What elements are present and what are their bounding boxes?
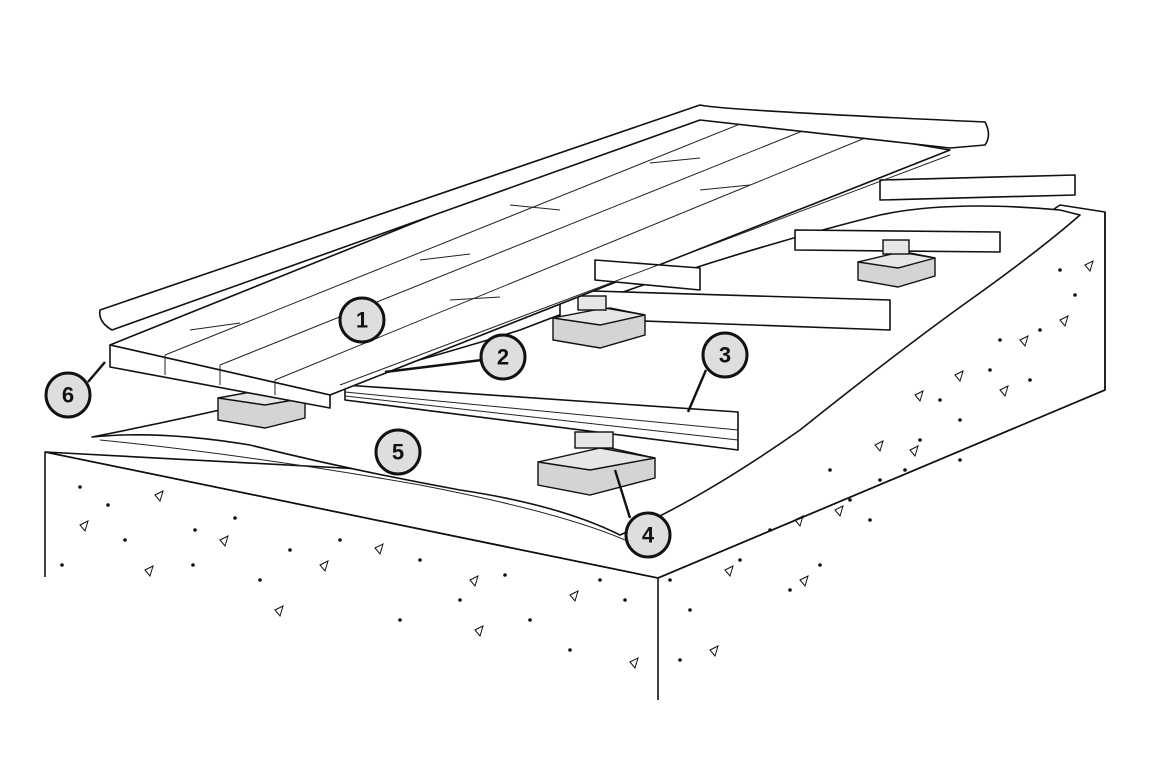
callout-4: 4	[624, 511, 672, 559]
aggregate-dot	[918, 438, 922, 442]
aggregate-dots	[60, 260, 1094, 670]
aggregate-dot	[288, 548, 292, 552]
aggregate-stone	[709, 645, 719, 658]
aggregate-dot	[418, 558, 422, 562]
aggregate-stone	[799, 575, 809, 588]
callout-label: 2	[497, 345, 509, 370]
callout-label: 5	[392, 440, 404, 465]
aggregate-dot	[768, 528, 772, 532]
callout-5: 5	[374, 428, 422, 476]
aggregate-stone	[954, 370, 964, 383]
aggregate-dot	[623, 598, 627, 602]
skirting-board	[98, 104, 990, 331]
aggregate-dot	[60, 563, 64, 567]
aggregate-dot	[123, 538, 127, 542]
back-boards	[344, 174, 1076, 451]
aggregate-dot	[818, 563, 822, 567]
aggregate-dot	[1028, 378, 1032, 382]
aggregate-stone	[629, 657, 639, 670]
callout-label: 4	[642, 523, 655, 548]
aggregate-dot	[338, 538, 342, 542]
callout-2: 2	[479, 333, 527, 381]
aggregate-stone	[724, 565, 734, 578]
callout-label: 3	[719, 343, 731, 368]
aggregate-stone	[319, 560, 329, 573]
aggregate-dot	[958, 458, 962, 462]
aggregate-stone	[274, 605, 284, 618]
aggregate-dot	[193, 528, 197, 532]
aggregate-dot	[738, 558, 742, 562]
aggregate-dot	[848, 498, 852, 502]
callout-3: 3	[701, 331, 749, 379]
aggregate-dot	[878, 478, 882, 482]
callout-label: 6	[62, 383, 74, 408]
aggregate-stone	[794, 515, 804, 528]
callout-6: 6	[44, 371, 92, 419]
aggregate-stone	[79, 520, 89, 533]
aggregate-dot	[1073, 293, 1077, 297]
levelling-pads	[217, 239, 936, 496]
aggregate-stone	[914, 390, 924, 403]
aggregate-dot	[78, 485, 82, 489]
aggregate-dot	[938, 398, 942, 402]
callout-label: 1	[356, 308, 368, 333]
aggregate-dot	[1058, 268, 1062, 272]
aggregate-dot	[568, 648, 572, 652]
aggregate-stone	[154, 490, 164, 503]
aggregate-dot	[191, 563, 195, 567]
aggregate-dot	[678, 658, 682, 662]
aggregate-stone	[874, 440, 884, 453]
aggregate-stone	[219, 535, 229, 548]
aggregate-stone	[144, 565, 154, 578]
aggregate-stone	[569, 590, 579, 603]
aggregate-dot	[398, 618, 402, 622]
aggregate-dot	[828, 468, 832, 472]
aggregate-dot	[1038, 328, 1042, 332]
callout-1: 1	[338, 296, 386, 344]
aggregate-stone	[1084, 260, 1094, 273]
aggregate-stone	[474, 625, 484, 638]
aggregate-dot	[528, 618, 532, 622]
aggregate-stone	[1059, 315, 1069, 328]
aggregate-stone	[999, 385, 1009, 398]
aggregate-dot	[668, 578, 672, 582]
aggregate-dot	[998, 338, 1002, 342]
aggregate-dot	[458, 598, 462, 602]
aggregate-dot	[106, 503, 110, 507]
aggregate-dot	[688, 608, 692, 612]
aggregate-stone	[1019, 335, 1029, 348]
aggregate-dot	[233, 516, 237, 520]
aggregate-dot	[258, 578, 262, 582]
aggregate-dot	[903, 468, 907, 472]
aggregate-stone	[374, 543, 384, 556]
aggregate-stone	[469, 575, 479, 588]
aggregate-dot	[598, 578, 602, 582]
aggregate-dot	[503, 573, 507, 577]
aggregate-stone	[909, 445, 919, 458]
aggregate-dot	[988, 368, 992, 372]
aggregate-stone	[834, 505, 844, 518]
aggregate-dot	[868, 518, 872, 522]
membrane-layer	[91, 205, 1081, 536]
aggregate-dot	[788, 588, 792, 592]
aggregate-dot	[958, 418, 962, 422]
